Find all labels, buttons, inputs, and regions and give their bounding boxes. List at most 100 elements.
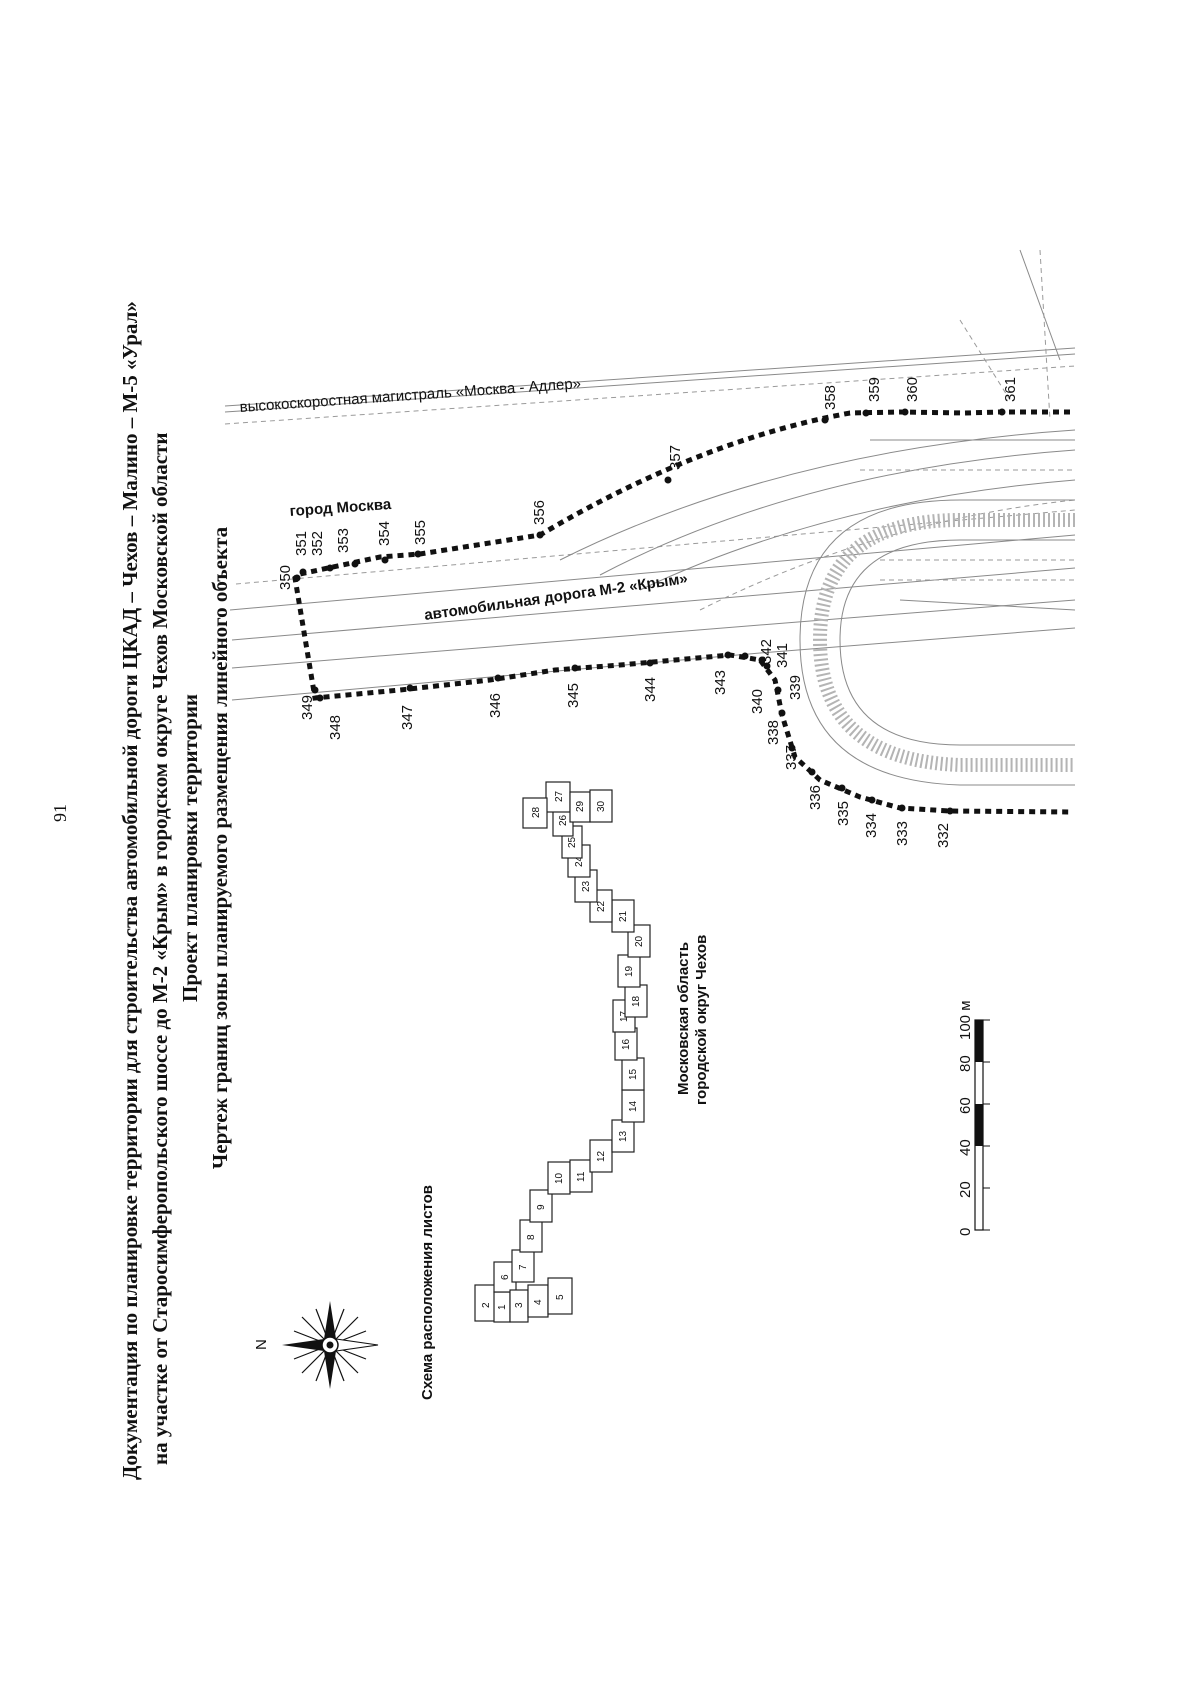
sheet-label: 3	[514, 1302, 525, 1308]
sheet-label: 20	[634, 935, 645, 947]
point-label-361: 361	[1002, 377, 1019, 402]
sheet-label: 26	[558, 814, 569, 826]
point-label-350: 350	[277, 565, 294, 590]
header-line-2: на участке от Старосимферопольского шосс…	[148, 432, 172, 1465]
scale-tick-60: 60	[957, 1097, 974, 1114]
point-label-336: 336	[807, 785, 824, 810]
sheet-label: 11	[576, 1171, 587, 1182]
sheet-label: 4	[533, 1299, 544, 1305]
sheet-box-20: 20	[627, 924, 651, 958]
sheet-label: 1	[497, 1304, 508, 1310]
point-label-357: 357	[667, 445, 684, 470]
boundary-upper	[292, 409, 1071, 815]
sheet-label: 12	[596, 1150, 607, 1162]
point-label-333: 333	[894, 821, 911, 846]
sheet-box-1: 1	[493, 1291, 511, 1323]
label-region-line2: городской округ Чехов	[693, 935, 710, 1105]
label-highspeed-railway: высокоскоростная магистраль «Москва - Ад…	[239, 375, 581, 416]
scale-tick-20: 20	[957, 1181, 974, 1198]
point-label-344: 344	[642, 677, 659, 702]
sheet-box-21: 21	[611, 899, 635, 933]
sheet-label: 29	[575, 800, 586, 812]
sheet-label: 6	[500, 1274, 511, 1280]
sheet-box-18: 18	[624, 984, 648, 1018]
header-line-4: Чертеж границ зоны планируемого размещен…	[208, 526, 232, 1169]
scale-tick-100: 100 м	[957, 1000, 974, 1040]
sheet-box-7: 7	[511, 1249, 535, 1283]
map-linework	[224, 249, 1076, 786]
sheet-label: 14	[628, 1100, 639, 1112]
point-label-349: 349	[299, 695, 316, 720]
header-line-3: Проект планировки территории	[178, 694, 202, 1002]
sheet-label: 2	[481, 1302, 492, 1308]
point-label-345: 345	[565, 683, 582, 708]
point-label-352: 352	[309, 531, 326, 556]
sheets-scheme: 2 1 6 3 7 4 5 8 9 10 11 12 13 14 15 16 1…	[474, 781, 651, 1323]
label-region-line1: Московская область	[675, 942, 692, 1095]
point-label-351: 351	[293, 531, 310, 556]
point-label-356: 356	[531, 500, 548, 525]
scale-tick-80: 80	[957, 1055, 974, 1072]
point-label-343: 343	[712, 670, 729, 695]
point-label-354: 354	[376, 521, 393, 546]
point-label-340: 340	[749, 689, 766, 714]
sheet-box-29: 29	[569, 791, 591, 823]
document-header: Документация по планировке территории дл…	[118, 301, 232, 1480]
sheet-label: 8	[526, 1234, 537, 1240]
scale-tick-40: 40	[957, 1139, 974, 1156]
point-label-335: 335	[835, 801, 852, 826]
scale-bar: 0 20 40 60 80 100 м	[957, 1000, 990, 1236]
point-label-353: 353	[335, 528, 352, 553]
point-label-334: 334	[863, 813, 880, 838]
sheet-box-28: 28	[522, 797, 548, 829]
page-number: 91	[50, 804, 70, 822]
sheet-box-6: 6	[493, 1261, 517, 1293]
point-label-338: 338	[765, 720, 782, 745]
point-label-348: 348	[327, 715, 344, 740]
sheet-label: 22	[596, 900, 607, 912]
sheet-box-8: 8	[519, 1219, 543, 1253]
sheet-label: 19	[624, 965, 635, 977]
header-line-1: Документация по планировке территории дл…	[118, 301, 142, 1480]
zone-boundary	[292, 409, 1071, 815]
sheet-label: 5	[555, 1294, 566, 1300]
sheets-scheme-title: Схема расположения листов	[419, 1185, 436, 1400]
label-city-moscow: город Москва	[289, 496, 392, 520]
point-label-332: 332	[935, 823, 952, 848]
sheet-box-10: 10	[547, 1161, 571, 1195]
sheet-box-27: 27	[545, 781, 571, 813]
point-label-360: 360	[904, 377, 921, 402]
sheet-box-4: 4	[527, 1284, 549, 1318]
sheet-label: 7	[518, 1264, 529, 1270]
label-road-m2: автомобильная дорога М-2 «Крым»	[423, 570, 689, 624]
sheet-box-15: 15	[621, 1057, 645, 1091]
point-label-359: 359	[866, 377, 883, 402]
sheet-box-14: 14	[621, 1089, 645, 1123]
sheet-label: 15	[628, 1068, 639, 1080]
sheet-label: 27	[554, 790, 565, 802]
point-labels: 332 333 334 335 336 337 338 339 340 341 …	[277, 377, 1019, 848]
point-label-339: 339	[787, 675, 804, 700]
point-label-355: 355	[412, 520, 429, 545]
sheet-box-3: 3	[509, 1289, 529, 1323]
sheet-box-16: 16	[614, 1027, 638, 1061]
point-label-347: 347	[399, 705, 416, 730]
north-label: N	[253, 1339, 270, 1350]
point-label-337: 337	[783, 745, 800, 770]
sheet-label: 23	[581, 880, 592, 892]
sheet-box-9: 9	[529, 1189, 553, 1223]
point-label-342: 342	[758, 639, 775, 664]
sheet-box-12: 12	[589, 1139, 613, 1173]
sheet-label: 30	[596, 800, 607, 812]
sheet-box-13: 13	[611, 1119, 635, 1153]
sheet-box-19: 19	[617, 954, 641, 988]
boundary-points	[293, 408, 1006, 815]
sheet-label: 25	[567, 836, 578, 848]
sheet-label: 13	[618, 1130, 629, 1142]
sheet-label: 18	[631, 995, 642, 1007]
sheet-box-5: 5	[547, 1277, 573, 1315]
sheet-label: 9	[536, 1204, 547, 1210]
sheet-label: 10	[554, 1172, 565, 1184]
sheet-label: 21	[618, 910, 629, 922]
sheet-label: 16	[621, 1038, 632, 1050]
